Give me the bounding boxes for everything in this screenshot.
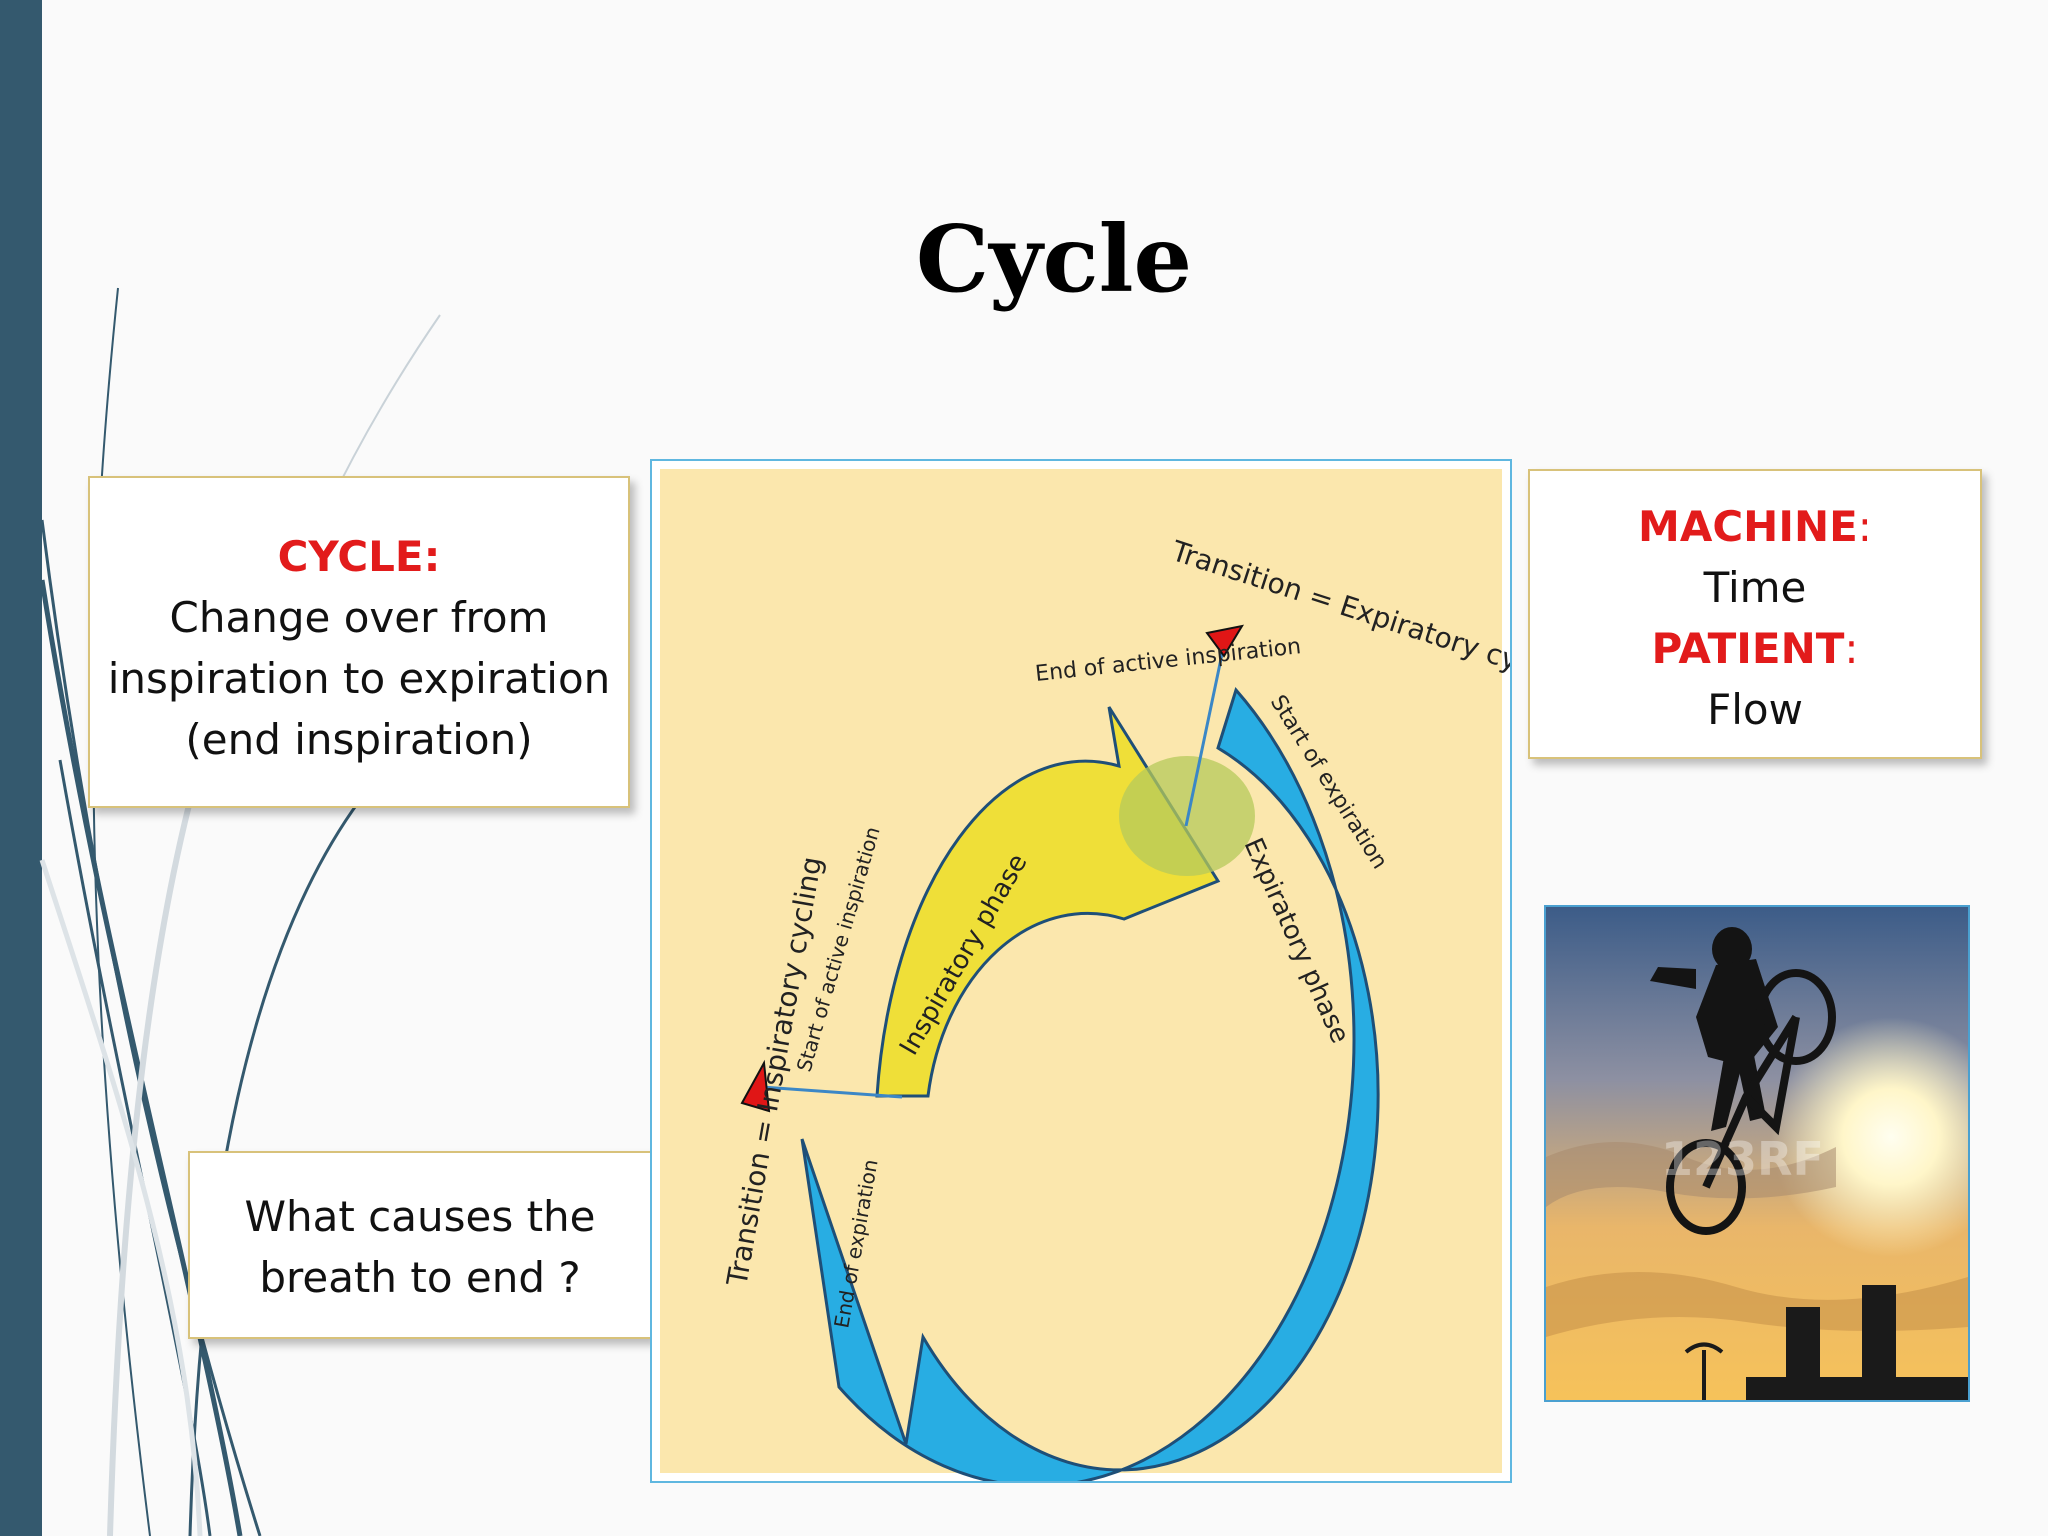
inspiratory-transition-marker — [740, 1059, 771, 1113]
machine-value: Time — [1703, 563, 1807, 612]
inspiratory-transition-line — [761, 1085, 903, 1099]
patient-colon: : — [1844, 624, 1859, 673]
sun-glow — [1771, 1017, 1968, 1257]
question-box: What causes the breath to end ? — [188, 1151, 652, 1339]
cycle-line: (end inspiration) — [185, 715, 533, 764]
patient-value: Flow — [1707, 685, 1803, 734]
cycle-definition-box: CYCLE: Change over from inspiration to e… — [88, 476, 630, 808]
rider-silhouette — [1650, 927, 1778, 1131]
question-line: breath to end ? — [259, 1253, 581, 1302]
machine-patient-box: MACHINE: Time PATIENT: Flow — [1528, 469, 1982, 759]
expiratory-transition-marker — [1205, 624, 1245, 658]
cycle-diagram-svg: Transition = Expiratory cycling End of a… — [660, 469, 1586, 1488]
photo-watermark: 123RF — [1661, 1132, 1824, 1186]
cycle-line: Change over from — [169, 593, 549, 642]
cycle-heading: CYCLE: — [277, 532, 441, 581]
expiratory-transition-line — [1184, 634, 1228, 827]
machine-colon: : — [1857, 502, 1872, 551]
bmx-rider-photo: 123RF — [1544, 905, 1970, 1402]
cloud-band — [1546, 1142, 1836, 1207]
question-line: What causes the — [244, 1192, 596, 1241]
bicycle-silhouette — [1666, 969, 1836, 1235]
breath-cycle-diagram: Transition = Expiratory cycling End of a… — [650, 459, 1586, 1488]
machine-label: MACHINE — [1638, 502, 1858, 551]
sidebar-bar — [0, 0, 42, 1536]
patient-label: PATIENT — [1651, 624, 1845, 673]
slide-title: Cycle — [915, 205, 1193, 313]
bmx-photo-svg: 123RF — [1546, 907, 1968, 1400]
expiratory-phase-arrow — [800, 686, 1380, 1488]
building-silhouette — [1684, 1285, 1968, 1400]
cycle-line: inspiration to expiration — [107, 654, 611, 703]
